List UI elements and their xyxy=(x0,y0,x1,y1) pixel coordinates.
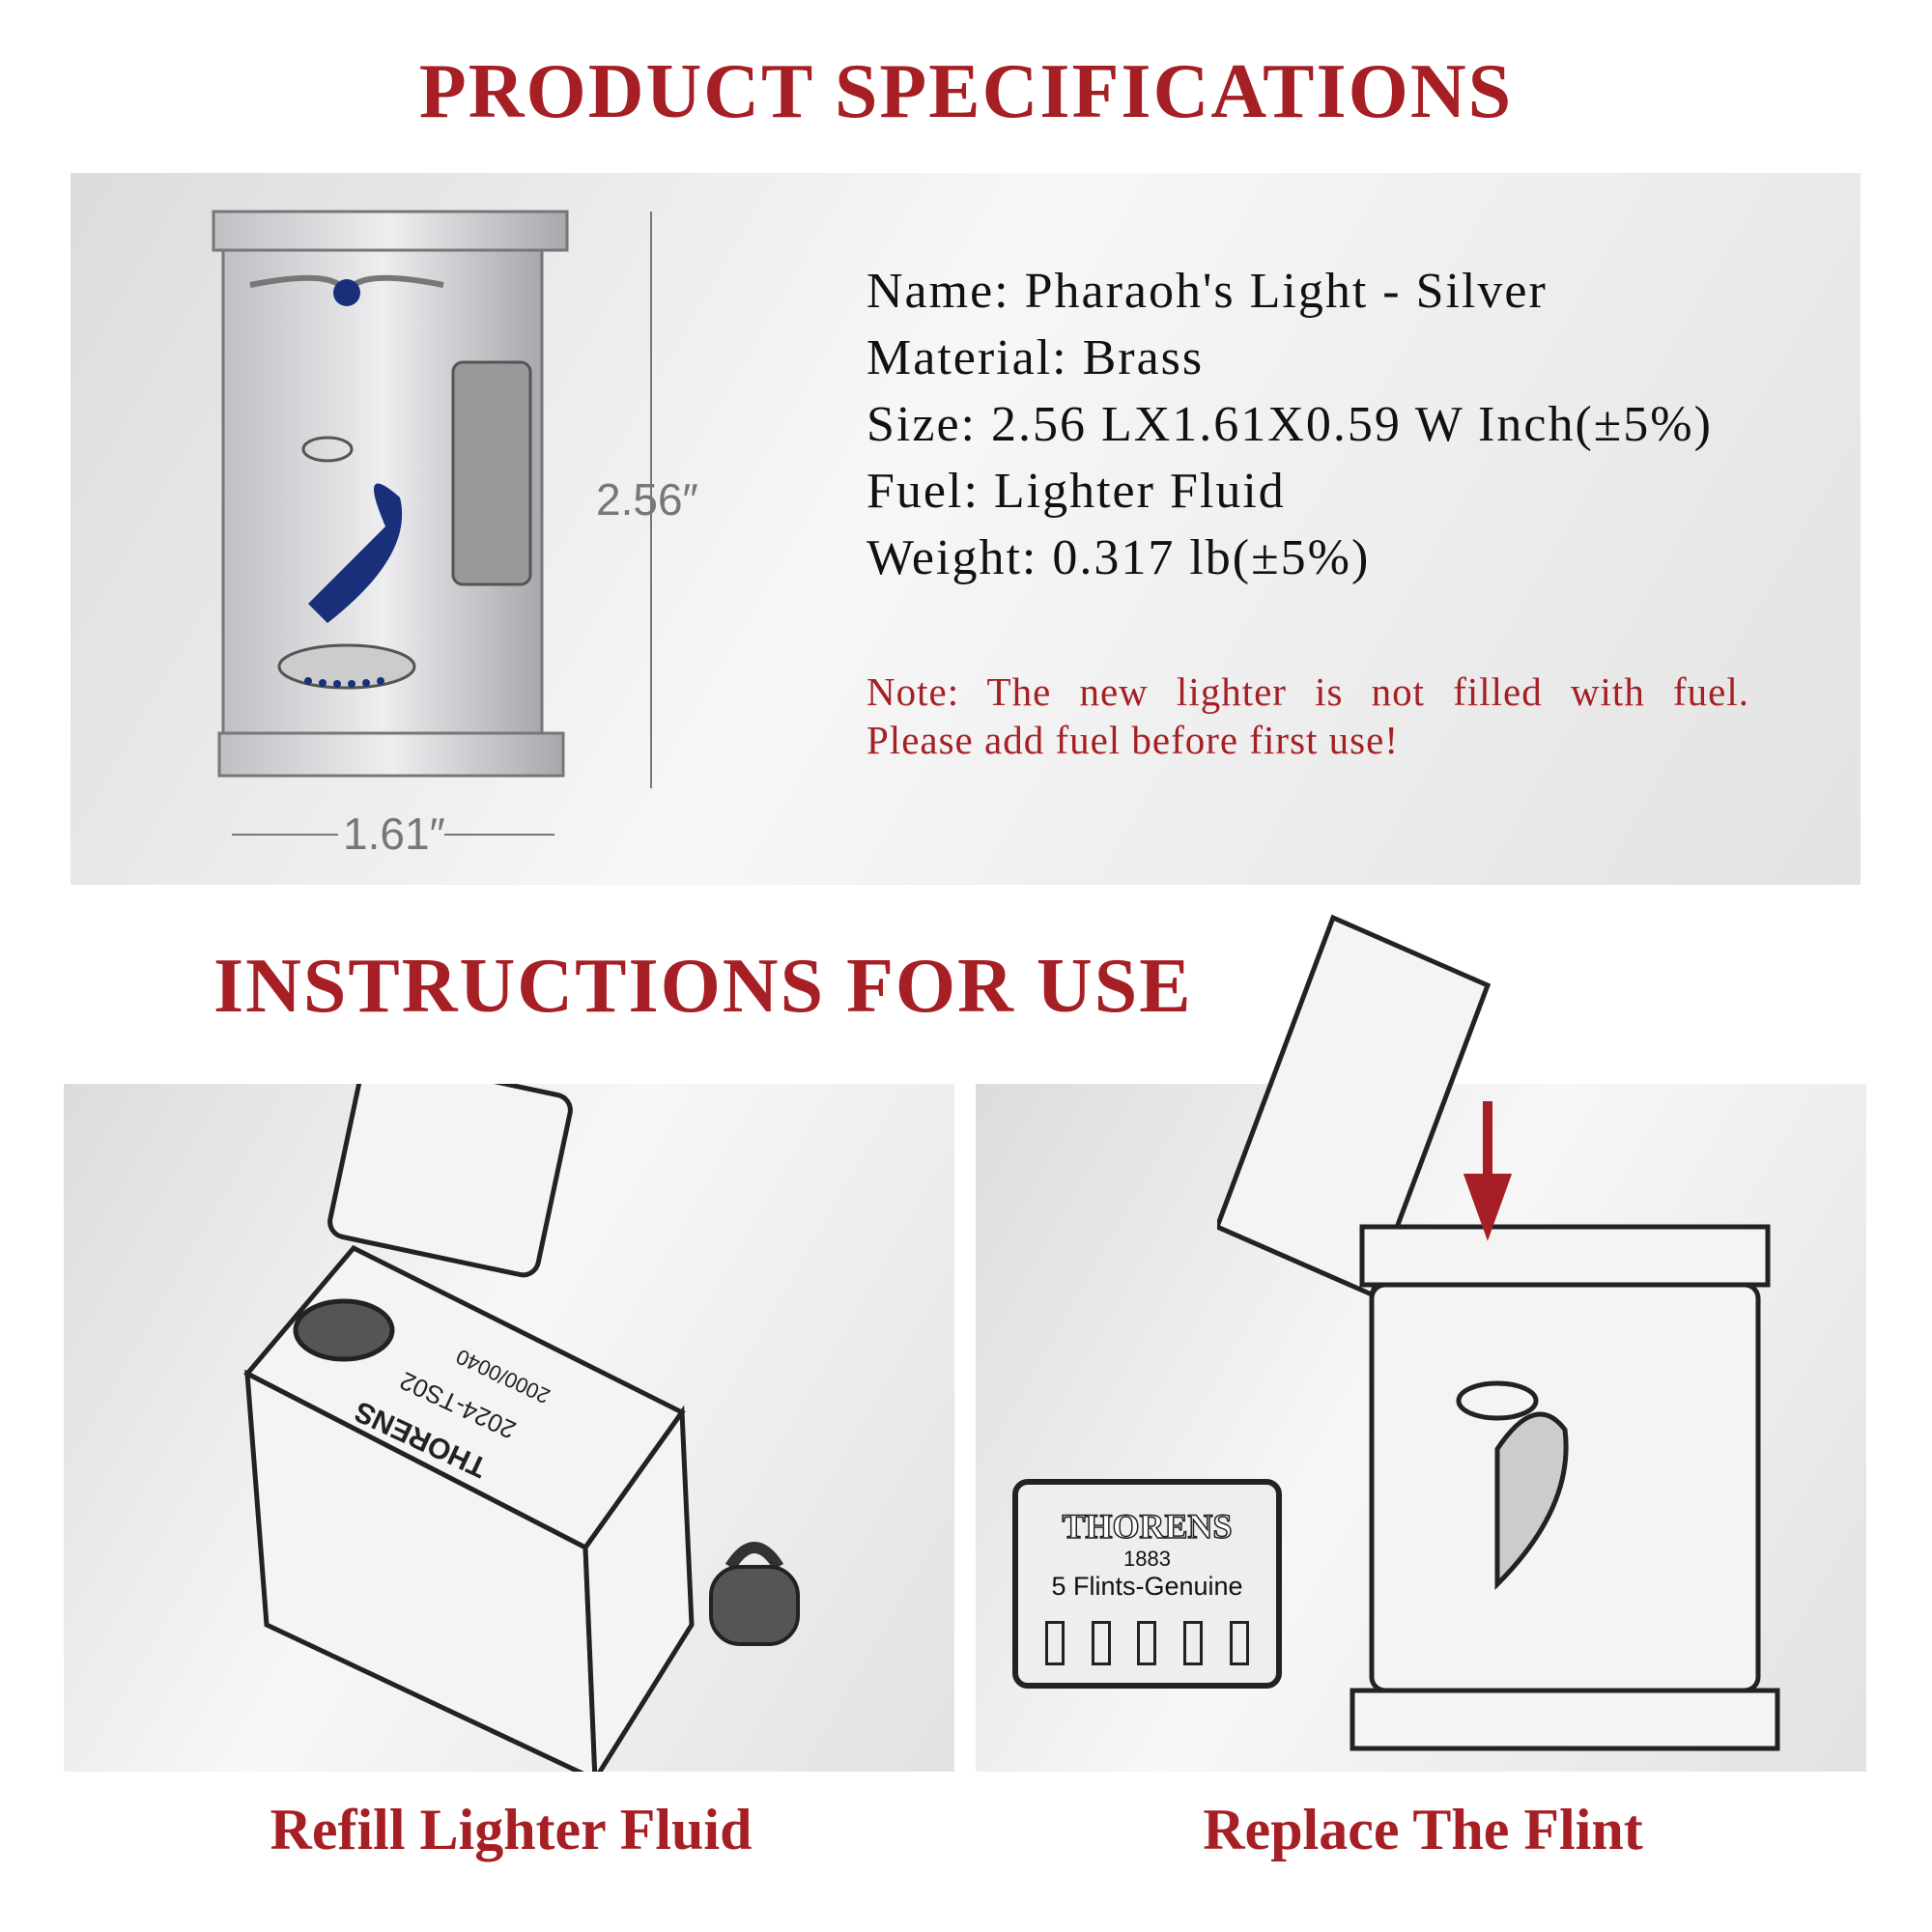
spec-fuel: Fuel: Lighter Fluid xyxy=(867,464,1286,519)
width-dimension-label: 1.61″ xyxy=(343,809,445,859)
blue-gem-icon xyxy=(333,279,360,306)
height-dimension-label: 2.56″ xyxy=(596,474,698,525)
fuel-note-line1: Note: The new lighter is not filled with… xyxy=(867,669,1749,714)
spec-size: Size: 2.56 LX1.61X0.59 W Inch(±5%) xyxy=(867,397,1713,452)
spec-weight: Weight: 0.317 lb(±5%) xyxy=(867,530,1371,585)
flint-brand: THORENS xyxy=(1062,1506,1234,1547)
flint-icon xyxy=(1230,1621,1250,1665)
refill-panel: THORENS 2024-TS02 2000/0040 xyxy=(64,1084,954,1772)
fuel-note-line2: Please add fuel before first use! xyxy=(867,718,1399,762)
flint-icon xyxy=(1044,1621,1065,1665)
refill-lighter-illustration: THORENS 2024-TS02 2000/0040 xyxy=(243,1084,695,1772)
flint-caption: Replace The Flint xyxy=(1203,1798,1643,1861)
down-arrow-icon xyxy=(1463,1101,1513,1241)
lighter-product-image xyxy=(212,210,569,778)
width-dimension-line-left xyxy=(232,834,338,836)
flint-icon xyxy=(1183,1621,1204,1665)
flint-icon xyxy=(1137,1621,1157,1665)
spec-name: Name: Pharaoh's Light - Silver xyxy=(867,264,1548,319)
instructions-title: INSTRUCTIONS FOR USE xyxy=(213,944,1193,1029)
flint-icon xyxy=(1091,1621,1111,1665)
spec-material: Material: Brass xyxy=(867,330,1205,385)
flint-lighter-illustration xyxy=(1217,914,1780,1751)
flint-year: 1883 xyxy=(1123,1547,1171,1571)
spec-title: PRODUCT SPECIFICATIONS xyxy=(418,49,1514,134)
flint-label: 5 Flints-Genuine xyxy=(1051,1572,1243,1601)
width-dimension-line-right xyxy=(444,834,554,836)
flint-pack: THORENS 1883 5 Flints-Genuine xyxy=(1012,1479,1282,1689)
refill-caption: Refill Lighter Fluid xyxy=(270,1798,753,1861)
fuel-cap-icon xyxy=(709,1542,800,1646)
height-dimension-line xyxy=(650,212,652,788)
